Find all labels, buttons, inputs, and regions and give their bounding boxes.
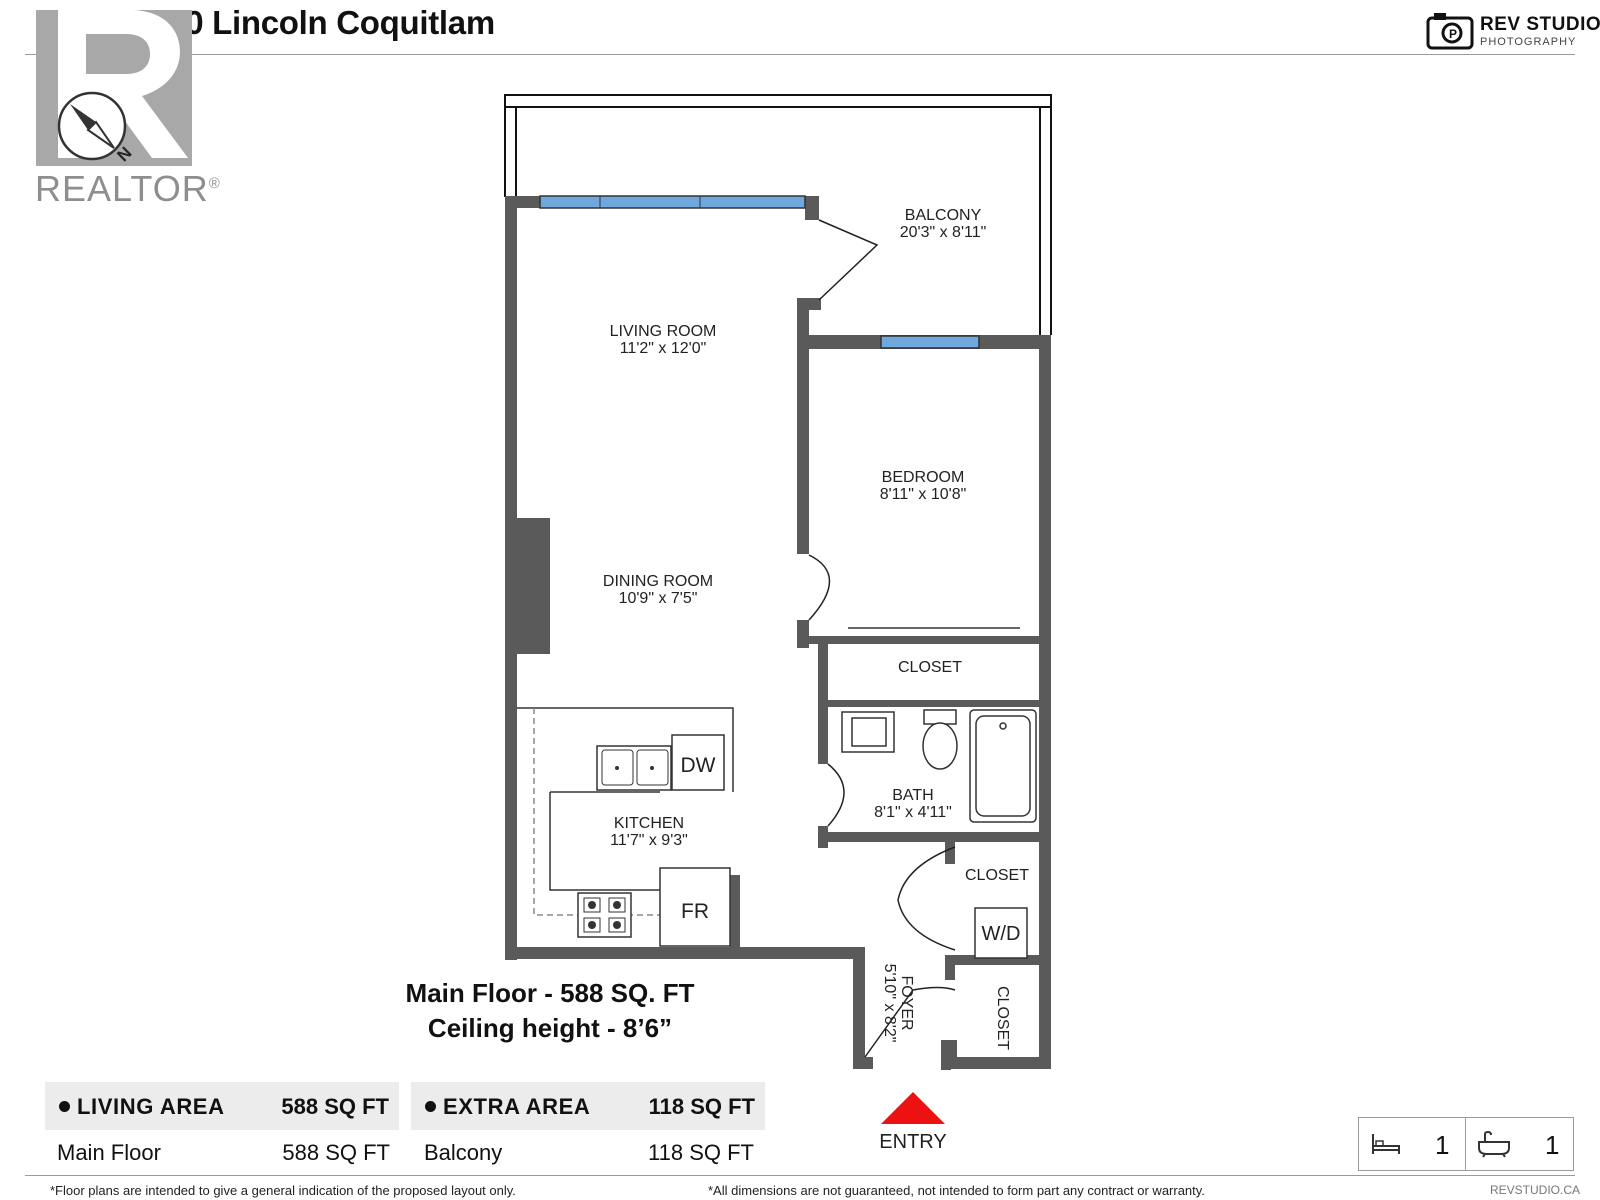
room-foyer-dims: 5'10" x 8'2" xyxy=(881,964,898,1043)
bed-icon xyxy=(1372,1134,1400,1154)
fridge-label: FR xyxy=(681,900,709,923)
footer-disclaimer-dimensions: *All dimensions are not guaranteed, not … xyxy=(708,1183,1205,1198)
brand-subtitle: PHOTOGRAPHY xyxy=(1480,36,1577,48)
doors xyxy=(808,219,956,1058)
room-dining-name: DINING ROOM xyxy=(603,573,713,590)
svg-text:P: P xyxy=(1449,27,1457,41)
room-closet-bedroom-name: CLOSET xyxy=(898,659,962,676)
windows xyxy=(539,195,980,349)
living-area-total: 588 SQ FT xyxy=(281,1094,389,1119)
extra-area-header: EXTRA AREA 118 SQ FT xyxy=(411,1082,765,1130)
room-kitchen-name: KITCHEN xyxy=(614,815,684,832)
stove-icon xyxy=(577,892,632,938)
room-balcony-dims: 20'3" x 8'11" xyxy=(900,224,987,241)
fridge xyxy=(659,867,731,947)
main-floor-label: Main Floor xyxy=(57,1140,161,1165)
living-area-header: LIVING AREA 588 SQ FT xyxy=(45,1082,399,1130)
kitchen-sink-icon xyxy=(596,745,672,791)
room-kitchen-dims: 11'7" x 9'3" xyxy=(610,832,688,849)
main-floor-value: 588 SQ FT xyxy=(282,1140,390,1165)
balcony-area-label: Balcony xyxy=(424,1140,503,1165)
rev-studio-logo: P REV STUDIO PHOTOGRAPHY xyxy=(1426,8,1600,52)
realtor-logo: N xyxy=(36,10,192,166)
washer-dryer xyxy=(974,907,1028,959)
header-divider xyxy=(25,54,1575,55)
balcony-area-value: 118 SQ FT xyxy=(648,1140,754,1165)
washer-dryer-label: W/D xyxy=(982,923,1021,945)
ceiling-height: Ceiling height - 8’6” xyxy=(427,1013,673,1043)
balcony-outline xyxy=(504,94,1052,335)
brand-name: REV STUDIO xyxy=(1480,14,1600,35)
bullet-icon xyxy=(59,1101,70,1112)
walls xyxy=(505,196,1051,1070)
room-bath-dims: 8'1" x 4'11" xyxy=(874,804,952,821)
footer-divider xyxy=(25,1175,1575,1176)
room-closet-laundry-name: CLOSET xyxy=(965,867,1029,884)
camera-icon: P xyxy=(1426,13,1474,50)
room-bedroom-name: BEDROOM xyxy=(882,469,965,486)
room-balcony-name: BALCONY xyxy=(905,207,982,224)
room-living-name: LIVING ROOM xyxy=(610,323,717,340)
bathtub-icon xyxy=(1478,1130,1510,1158)
bedroom-count: 1 xyxy=(1435,1130,1450,1160)
room-foyer-name: FOYER xyxy=(898,975,915,1030)
footer-disclaimer-layout: *Floor plans are intended to give a gene… xyxy=(50,1183,516,1198)
floor-area-title: Main Floor - 588 SQ. FT xyxy=(405,978,695,1008)
realtor-wordmark: REALTOR® xyxy=(35,168,221,209)
room-dining-dims: 10'9" x 7'5" xyxy=(619,590,698,607)
bed-bath-stats: 1 1 xyxy=(1358,1117,1574,1171)
entry-arrow-icon xyxy=(881,1092,945,1124)
extra-area-total: 118 SQ FT xyxy=(648,1094,755,1119)
living-area-label: LIVING AREA xyxy=(77,1094,225,1119)
extra-area-label: EXTRA AREA xyxy=(443,1094,591,1119)
room-closet-entry-name: CLOSET xyxy=(994,986,1011,1050)
bath-fixtures xyxy=(841,709,1037,823)
stats-divider xyxy=(1465,1118,1466,1170)
dishwasher xyxy=(671,734,725,791)
bullet-icon xyxy=(425,1101,436,1112)
room-bath-name: BATH xyxy=(892,787,933,804)
bathroom-count: 1 xyxy=(1545,1130,1560,1160)
dishwasher-label: DW xyxy=(681,754,716,777)
room-living-dims: 11'2" x 12'0" xyxy=(620,340,707,357)
footer-website: REVSTUDIO.CA xyxy=(1490,1183,1581,1197)
entry-label: ENTRY xyxy=(879,1131,946,1153)
room-bedroom-dims: 8'11" x 10'8" xyxy=(880,486,967,503)
